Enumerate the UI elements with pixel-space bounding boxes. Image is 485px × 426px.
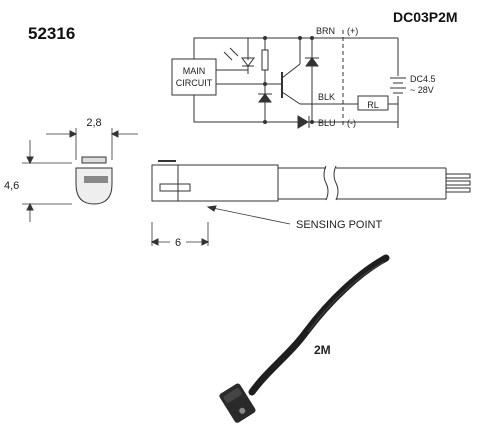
model-code: DC03P2M [393,9,458,25]
load-resistor-box [357,95,389,111]
light-arrow-icon [229,47,239,57]
main-circuit-label-2: CIRCUIT [176,78,213,88]
brown-wire-line [193,37,343,59]
brown-polarity-label: (+) [347,26,358,36]
offset-dimension-label: 6 [175,237,181,249]
wire-end-3 [445,187,471,193]
blue-polarity-label: (-) [347,118,356,128]
main-circuit-box [171,58,217,96]
circuit-diagram [171,30,406,129]
product-illustration [219,254,390,423]
sensor-cross-section [22,128,138,222]
reverse-diode-icon [297,115,309,129]
sensor-head-photo [219,383,256,423]
cable-length-label: 2M [314,343,331,357]
sensor-head-profile [75,167,113,205]
zener-diode-icon [305,57,319,67]
brown-wire-label: BRN [316,26,335,36]
sensing-point-label: SENSING POINT [296,219,382,231]
sensor-side-view [150,160,471,246]
sensing-point-leader [207,206,291,225]
led-diode-icon [241,57,255,67]
sensor-body-side [151,164,279,202]
cable-break-right [333,165,339,201]
wire-end-2 [445,180,471,186]
load-label: RL [367,100,379,110]
black-wire-label: BLK [318,92,335,102]
part-number: 52316 [28,24,76,43]
cable-photo [248,254,390,396]
cable-break-left [323,165,329,201]
blue-wire-label: BLU [318,118,336,128]
supply-label-1: DC4.5 [410,74,436,84]
height-dimension-label: 4,6 [4,180,19,192]
supply-label-2: ~ 28V [410,85,434,95]
resistor-icon [261,49,269,71]
circuit-dots [263,36,314,124]
wire-end-1 [445,173,471,179]
width-dimension-label: 2,8 [86,117,101,129]
main-circuit-label-1: MAIN [183,66,206,76]
blue-wire-line [193,95,343,123]
